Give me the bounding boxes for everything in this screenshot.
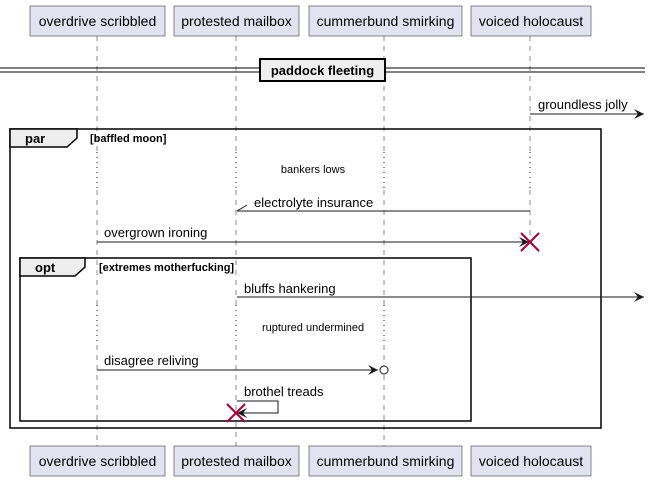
participant-label: cummerbund smirking [317, 453, 455, 469]
lifelines [96, 36, 531, 446]
message-electrolyte-insurance: electrolyte insurance [236, 195, 530, 212]
frame-tab [9, 128, 78, 148]
participants-bottom: overdrive scribbled protested mailbox cu… [29, 445, 592, 477]
message-end-circle [379, 365, 389, 375]
participant-box [29, 445, 166, 477]
destroy-protested-mailbox-icon [226, 403, 246, 423]
participant-box [470, 445, 592, 477]
message-label: bluffs hankering [244, 281, 336, 296]
frame-kind: par [25, 131, 45, 146]
frame-kind: opt [35, 260, 56, 275]
participant-box [308, 5, 463, 37]
message-arrowhead [634, 109, 644, 119]
delay-label: bankers lows [281, 164, 346, 176]
participant-protested-mailbox: protested mailbox [173, 5, 300, 37]
message-label: overgrown ironing [104, 225, 207, 240]
frame-condition: [baffled moon] [90, 133, 167, 145]
participant-voiced-holocaust: voiced holocaust [470, 445, 592, 477]
participant-label: voiced holocaust [479, 13, 583, 29]
divider-label: paddock fleeting [271, 63, 374, 78]
participant-label: overdrive scribbled [39, 453, 157, 469]
frame-tab [19, 257, 86, 277]
message-arrowhead [368, 365, 378, 375]
message-label: groundless jolly [538, 97, 628, 112]
message-label: disagree reliving [104, 353, 199, 368]
frame-par: par [baffled moon] [9, 128, 602, 429]
destroy-stroke [520, 232, 540, 252]
destroy-stroke [226, 403, 246, 423]
frame-border [9, 128, 602, 429]
participants-top: overdrive scribbled protested mailbox cu… [29, 5, 592, 37]
participant-label: protested mailbox [181, 13, 292, 29]
participant-cummerbund-smirking: cummerbund smirking [308, 445, 463, 477]
participant-label: cummerbund smirking [317, 13, 455, 29]
participant-box [29, 5, 166, 37]
participant-cummerbund-smirking: cummerbund smirking [308, 5, 463, 37]
participant-label: overdrive scribbled [39, 13, 157, 29]
message-arrowhead [519, 237, 529, 247]
destroy-voiced-holocaust-icon [520, 232, 540, 252]
message-overgrown-ironing: overgrown ironing [97, 225, 529, 247]
message-label: brothel treads [244, 384, 324, 399]
message-brothel-treads: brothel treads [237, 384, 324, 418]
message-disagree-reliving: disagree reliving [97, 353, 389, 375]
participant-box [173, 5, 300, 37]
participant-protested-mailbox: protested mailbox [173, 445, 300, 477]
frame-border [19, 257, 472, 422]
frame-opt: opt [extremes motherfucking] [19, 257, 472, 422]
message-arrowhead [236, 204, 248, 212]
message-label: electrolyte insurance [254, 195, 373, 210]
participant-overdrive-scribbled: overdrive scribbled [29, 5, 166, 37]
participant-voiced-holocaust: voiced holocaust [470, 5, 592, 37]
message-arrowhead [237, 408, 247, 418]
message-arrow-line [237, 400, 279, 414]
message-groundless-jolly: groundless jolly [530, 97, 644, 119]
participant-box [470, 5, 592, 37]
participant-label: voiced holocaust [479, 453, 583, 469]
divider-box [259, 58, 386, 82]
participant-box [173, 445, 300, 477]
participant-label: protested mailbox [181, 453, 292, 469]
participant-overdrive-scribbled: overdrive scribbled [29, 445, 166, 477]
participant-box [308, 445, 463, 477]
divider: paddock fleeting [0, 58, 645, 82]
frame-condition: [extremes motherfucking] [99, 262, 234, 274]
delay-label: ruptured undermined [262, 322, 364, 334]
message-arrowhead [634, 292, 644, 302]
message-bluffs-hankering: bluffs hankering [237, 281, 644, 302]
